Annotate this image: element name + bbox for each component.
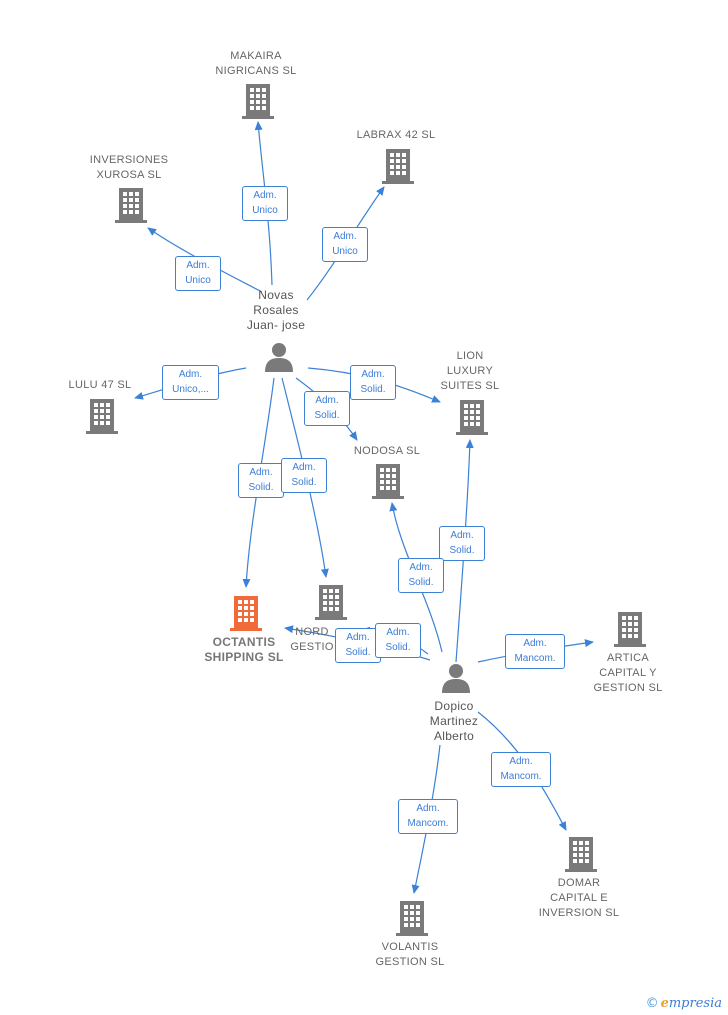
building-icon-artica bbox=[614, 612, 646, 647]
building-icon-nodosa bbox=[372, 464, 404, 499]
building-icon-nord bbox=[315, 585, 347, 620]
edge-label-novas-lulu[interactable]: Adm. Unico,... bbox=[162, 365, 219, 400]
brand-initial: e bbox=[660, 996, 669, 1011]
node-label-dopico[interactable]: Dopico Martinez Alberto bbox=[429, 699, 479, 743]
node-label-novas[interactable]: Novas Rosales Juan- jose bbox=[246, 288, 306, 332]
node-label-domar[interactable]: DOMAR CAPITAL E INVERSION SL bbox=[538, 877, 620, 919]
copyright-icon: © bbox=[645, 996, 659, 1011]
person-icon-novas bbox=[265, 343, 293, 372]
building-icon-labrax bbox=[382, 149, 414, 184]
node-label-nord[interactable]: NORD GESTIO bbox=[290, 626, 334, 653]
edge-label-dopico-artica[interactable]: Adm. Mancom. bbox=[505, 634, 565, 669]
brand-logo: ©empresia bbox=[646, 996, 722, 1011]
edge-label-novas-makaira[interactable]: Adm. Unico bbox=[242, 186, 288, 221]
edge-label-dopico-volantis[interactable]: Adm. Mancom. bbox=[398, 799, 458, 834]
edge-label-dopico-octantis[interactable]: Adm. Solid. bbox=[335, 628, 381, 663]
edge-label-dopico-nord[interactable]: Adm. Solid. bbox=[375, 623, 421, 658]
building-icon-inversiones bbox=[115, 188, 147, 223]
edge-label-novas-lion[interactable]: Adm. Solid. bbox=[350, 365, 396, 400]
node-label-lulu[interactable]: LULU 47 SL bbox=[68, 379, 132, 391]
node-label-lion[interactable]: LION LUXURY SUITES SL bbox=[440, 350, 500, 392]
person-icon-dopico bbox=[442, 664, 470, 693]
node-label-labrax[interactable]: LABRAX 42 SL bbox=[356, 129, 436, 141]
edge-label-novas-inversiones[interactable]: Adm. Unico bbox=[175, 256, 221, 291]
edge-label-novas-nodosa[interactable]: Adm. Solid. bbox=[304, 391, 350, 426]
edge-label-dopico-lion[interactable]: Adm. Solid. bbox=[439, 526, 485, 561]
edge-label-dopico-nodosa[interactable]: Adm. Solid. bbox=[398, 558, 444, 593]
node-label-artica[interactable]: ARTICA CAPITAL Y GESTION SL bbox=[593, 652, 663, 694]
edge-label-novas-labrax[interactable]: Adm. Unico bbox=[322, 227, 368, 262]
building-icon-domar bbox=[565, 837, 597, 872]
building-icon-makaira bbox=[242, 84, 274, 119]
building-icon-lulu bbox=[86, 399, 118, 434]
edge-label-novas-nord[interactable]: Adm. Solid. bbox=[281, 458, 327, 493]
building-icon-lion bbox=[456, 400, 488, 435]
building-icon-volantis bbox=[396, 901, 428, 936]
node-label-inversiones[interactable]: INVERSIONES XUROSA SL bbox=[89, 154, 169, 181]
node-label-nodosa[interactable]: NODOSA SL bbox=[353, 445, 421, 457]
edge-label-dopico-domar[interactable]: Adm. Mancom. bbox=[491, 752, 551, 787]
node-label-volantis[interactable]: VOLANTIS GESTION SL bbox=[375, 941, 445, 968]
edge-label-novas-octantis[interactable]: Adm. Solid. bbox=[238, 463, 284, 498]
building-icon-octantis bbox=[230, 596, 262, 631]
brand-name: mpresia bbox=[668, 996, 722, 1011]
node-label-octantis[interactable]: OCTANTIS SHIPPING SL bbox=[204, 635, 284, 664]
node-label-makaira[interactable]: MAKAIRA NIGRICANS SL bbox=[215, 50, 297, 77]
